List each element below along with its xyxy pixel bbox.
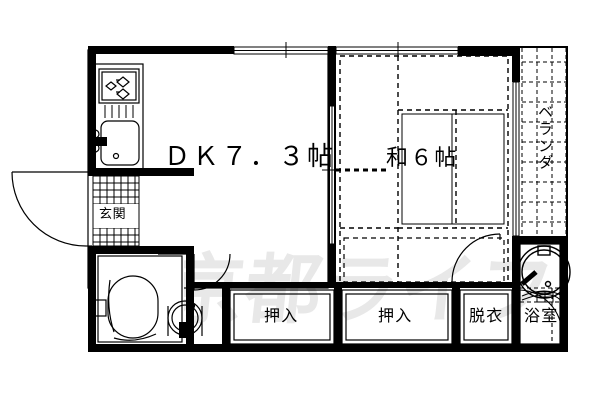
bathtub-icon: [91, 254, 184, 344]
room-label-dk: ＤＫ７．３帖: [164, 142, 336, 172]
closet-left-box: [229, 289, 335, 345]
closet-right-box: [341, 289, 453, 345]
room-label-yokushitsu: 浴室: [524, 306, 559, 325]
bath-door-icon: [158, 253, 231, 291]
genkan-area: [92, 175, 140, 247]
veranda-grid: [521, 48, 567, 236]
room-label-closet-left: 押入: [264, 306, 299, 325]
entry-door-icon: [11, 171, 92, 247]
washitsu-door-swing: [451, 233, 501, 283]
room-label-veranda: ベランダ: [536, 104, 554, 172]
yokushitsu-box: [519, 243, 561, 345]
datsui-box: [459, 289, 513, 345]
shower-handle-icon: [520, 270, 538, 286]
toilet-tank-icon: [179, 322, 191, 338]
sliding-door-dk-washitsu: [329, 105, 335, 245]
room-label-closet-right: 押入: [378, 306, 413, 325]
room-label-genkan: 玄関: [99, 207, 127, 222]
exterior-walls: [88, 46, 568, 352]
room-label-datsui: 脱衣: [469, 306, 504, 325]
washitsu-lower-panel: [343, 237, 505, 283]
yokushitsu-entry-arc: [519, 289, 563, 335]
room-label-washitsu: 和６帖: [386, 146, 459, 171]
yokushitsu-door-swing: [520, 287, 567, 344]
stove-icon: [98, 68, 140, 104]
veranda-area: [521, 48, 567, 236]
windows: [233, 46, 520, 237]
toilet-icon: [167, 300, 203, 336]
stove-grill: [104, 105, 134, 118]
washitsu-inner-frame: [401, 113, 505, 225]
dk-floor-seams: [92, 64, 144, 246]
faucet-icon: [96, 137, 107, 146]
